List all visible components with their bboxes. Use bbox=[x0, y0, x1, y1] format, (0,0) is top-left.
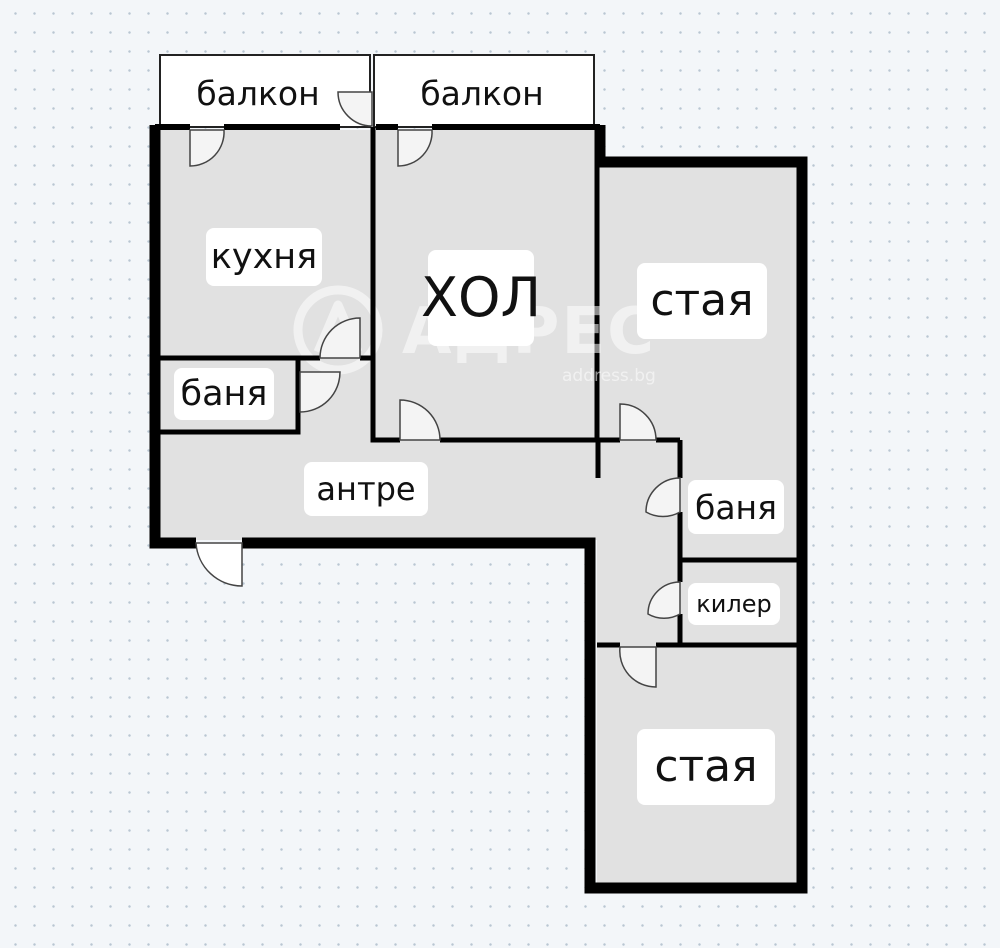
living-label: ХОЛ bbox=[421, 250, 541, 346]
balcony-2-label: балкон bbox=[412, 72, 552, 114]
room-1-label: стая bbox=[637, 263, 767, 339]
hall-label: антре bbox=[304, 462, 428, 516]
bath-1-label: баня bbox=[174, 368, 274, 420]
door-balcony-2 bbox=[397, 129, 433, 167]
door-bath-1 bbox=[299, 371, 341, 413]
door-balcony-1 bbox=[189, 129, 225, 167]
door-entrance bbox=[195, 542, 243, 587]
door-room-1 bbox=[619, 403, 657, 441]
watermark-site: address.bg bbox=[562, 366, 656, 386]
door-bath-2 bbox=[645, 477, 681, 518]
door-kitchen bbox=[319, 317, 361, 359]
door-balcony-link bbox=[337, 91, 373, 127]
room-2-label: стая bbox=[637, 729, 775, 805]
door-room-2 bbox=[619, 646, 657, 688]
kitchen-label: кухня bbox=[206, 228, 322, 286]
door-living bbox=[399, 399, 441, 441]
balcony-1-label: балкон bbox=[190, 72, 326, 114]
door-storage bbox=[647, 581, 681, 620]
storage-label: килер bbox=[688, 583, 780, 625]
doors bbox=[189, 91, 681, 688]
bath-2-label: баня bbox=[688, 480, 784, 534]
outer-wall bbox=[149, 125, 808, 894]
interior-walls bbox=[160, 127, 800, 648]
